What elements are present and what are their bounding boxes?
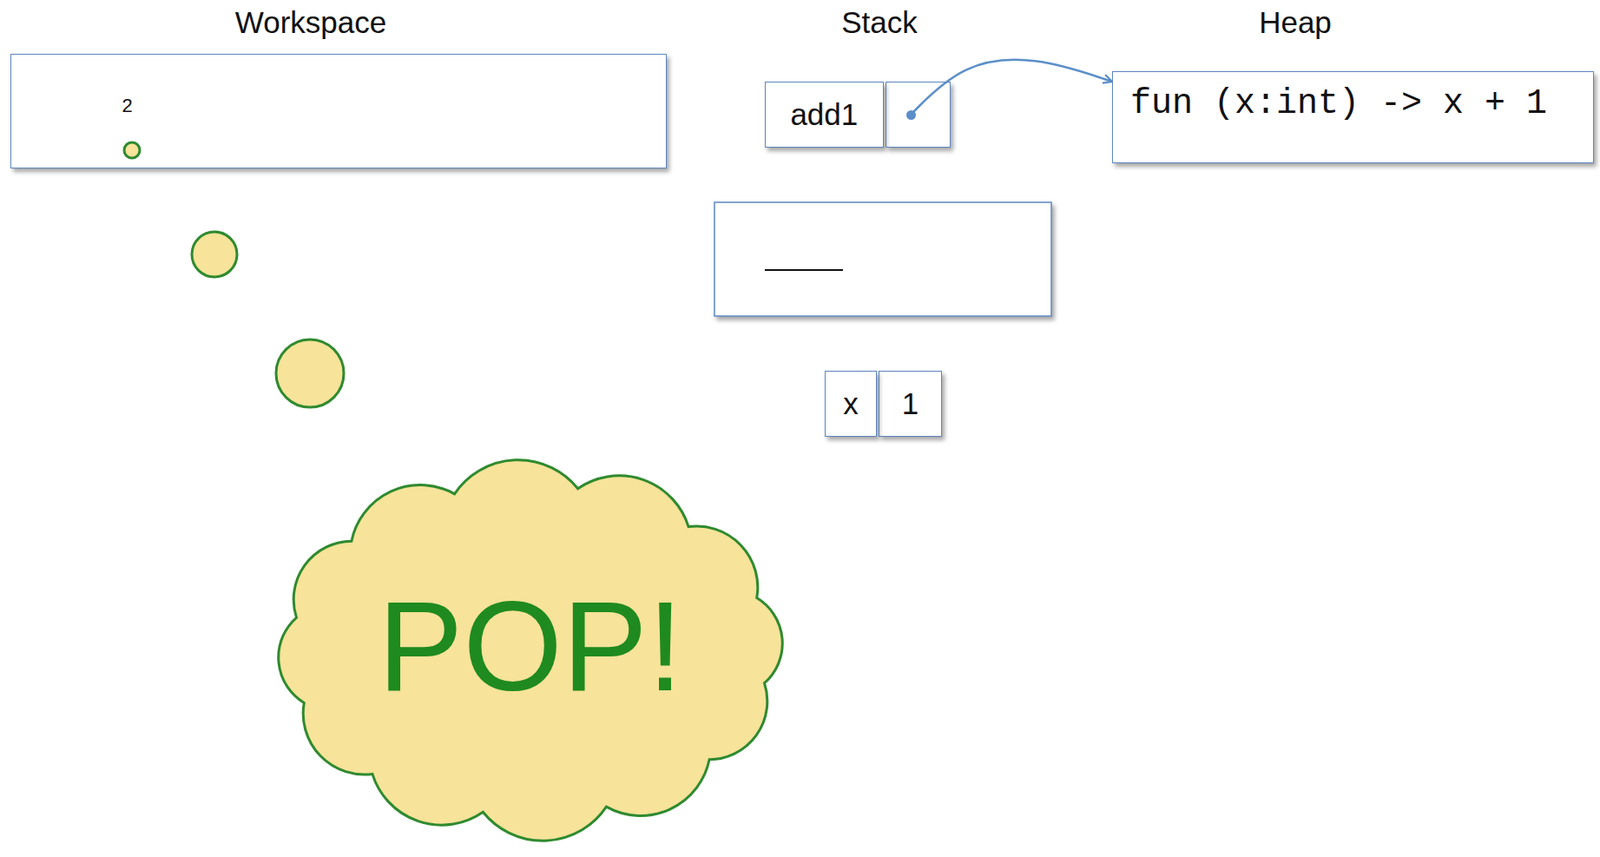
- stack-cell: x: [824, 370, 877, 437]
- cloud-outline: [278, 460, 783, 842]
- stack-cell: 1: [878, 370, 942, 437]
- binding-text: add1: [790, 97, 858, 132]
- area-heading: Stack: [841, 5, 918, 40]
- pointer-cell: [885, 81, 951, 148]
- workspace-value: 2: [121, 96, 133, 119]
- area-heading: Heap: [1258, 5, 1332, 40]
- stack-cell: add1: [764, 81, 884, 148]
- function-code: fun (x:int) -> x + 1: [1130, 84, 1548, 124]
- pointer-arrow: [910, 59, 1113, 115]
- workspace-box: 2: [10, 53, 667, 169]
- binding-text: 1: [902, 386, 919, 422]
- binding-text: x: [842, 386, 859, 422]
- pointer-dot: [906, 110, 916, 120]
- thought-bubble-small: [124, 142, 140, 159]
- stack-frame: [714, 202, 1052, 317]
- blank-hole: [764, 269, 843, 271]
- heap-closure: fun (x:int) -> x + 1: [1112, 71, 1594, 164]
- stack-binding: x1: [824, 370, 942, 437]
- thought-bubble-large: [276, 339, 344, 408]
- exclamation: POP!: [377, 572, 683, 720]
- stack-binding: add1: [764, 81, 951, 148]
- area-heading: Workspace: [235, 5, 387, 40]
- thought-bubble-medium: [191, 231, 238, 277]
- pop-cloud: POP!: [255, 448, 806, 852]
